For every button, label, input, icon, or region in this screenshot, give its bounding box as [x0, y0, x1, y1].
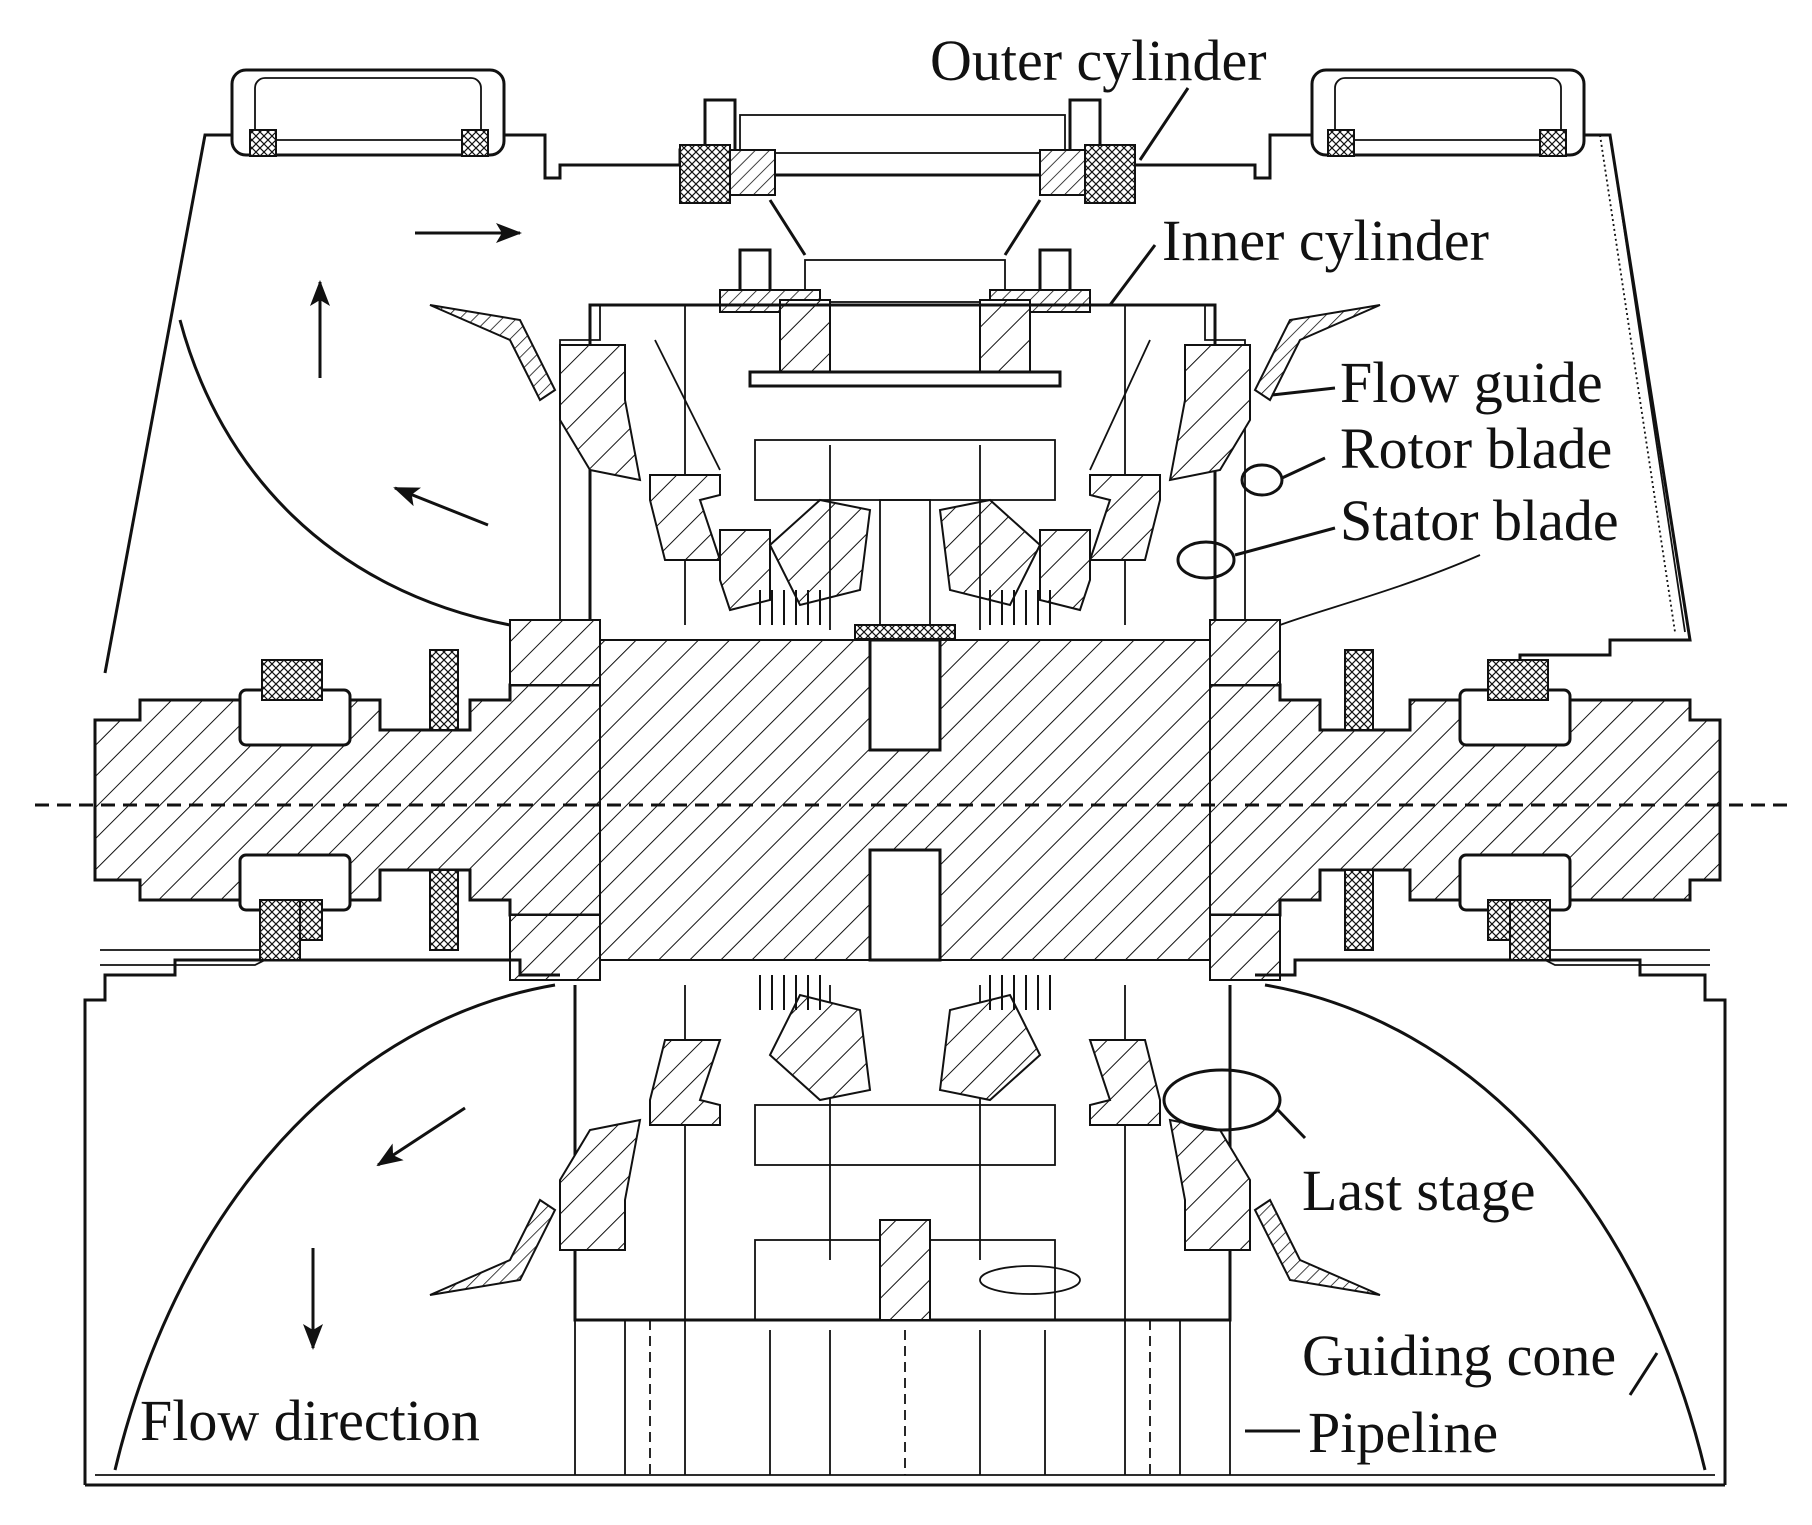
label-inner-cylinder: Inner cylinder: [1162, 208, 1489, 273]
outer-top-ports: [230, 68, 1586, 157]
label-rotor-blade: Rotor blade: [1340, 416, 1612, 481]
flow-guides-upper: [429, 304, 1381, 402]
label-flow-guide: Flow guide: [1340, 350, 1603, 415]
exhaust-hood-upper-curves: [178, 319, 1481, 627]
pipelines: [574, 1320, 1231, 1475]
blade-stages-upper: [559, 344, 1251, 640]
flow-arrow-upleft: [393, 486, 489, 527]
inlet-flange: [679, 98, 1136, 388]
leader-lines: [1108, 87, 1659, 1433]
label-outer-cylinder: Outer cylinder: [930, 28, 1267, 93]
rotor-shaft: [93, 619, 1722, 981]
guiding-cone: [113, 983, 1707, 1471]
label-pipeline: Pipeline: [1308, 1400, 1498, 1465]
annotation-ovals: [979, 463, 1284, 1295]
label-guiding-cone: Guiding cone: [1302, 1323, 1616, 1388]
label-flow-direction: Flow direction: [140, 1388, 480, 1453]
flow-arrow-downleft: [376, 1106, 466, 1167]
inner-cylinder-upper: [559, 303, 1246, 625]
side-piping: [100, 899, 1710, 966]
flow-arrows: [303, 223, 522, 1350]
label-last-stage: Last stage: [1302, 1158, 1536, 1223]
label-stator-blade: Stator blade: [1340, 488, 1619, 553]
inner-cylinder-lower: [429, 975, 1381, 1322]
